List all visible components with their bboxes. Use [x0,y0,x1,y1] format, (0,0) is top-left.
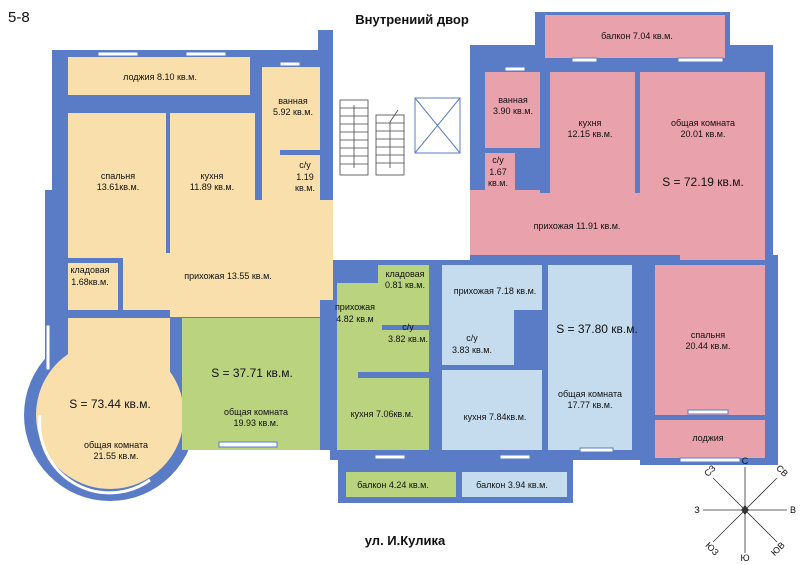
compass-w: З [694,505,699,515]
hall-a3-label: прихожая 7.18 кв.м. [454,286,537,296]
wc-a2-area: 3.82 кв.м. [388,334,428,344]
living-a4-area: 20.01 кв.м. [681,129,726,139]
living-a4-name: общая комната [671,118,735,128]
compass-rose: СЗ С СВ В ЮВ Ю ЮЗ З [694,456,796,563]
wc-a1-area: 1.19 [296,172,314,182]
living-a3-area: 17.77 кв.м. [568,400,613,410]
bedroom-a4-name: спальня [691,330,725,340]
living-a1-area: 21.55 кв.м. [94,451,139,461]
compass-nw: СЗ [702,463,717,478]
apartment-1 [36,57,333,489]
bath-a4-name: ванная [498,95,528,105]
living-a3-name: общая комната [558,389,622,399]
bedroom-a1-area: 13.61кв.м. [97,182,139,192]
hall-a4-label: прихожая 11.91 кв.м. [534,221,621,231]
compass-e: В [790,505,796,515]
wc-a4-unit: кв.м. [488,178,508,188]
kitchen-a2-label: кухня 7.06кв.м. [351,409,414,419]
apartment-3 [442,265,632,497]
compass-sw: ЮЗ [703,540,720,557]
bath-a4-area: 3.90 кв.м. [493,106,533,116]
windows [45,51,741,463]
kitchen-a1-area: 11.89 кв.м. [190,182,234,192]
bedroom-a4-area: 20.44 кв.м. [686,341,731,351]
hall-a2-name: прихожая [335,302,375,312]
wc-a3-area: 3.83 кв.м. [452,345,492,355]
wc-a2-name: с/у [402,322,414,332]
kitchen-a3-label: кухня 7.84кв.м. [464,412,527,422]
bath-a1-name: ванная [278,96,308,106]
street-label: ул. И.Кулика [365,533,446,548]
courtyard-label: Внутрениий двор [355,12,469,27]
apartment-1-total: S = 73.44 кв.м. [69,397,151,411]
kitchen-a4-name: кухня [579,118,602,128]
page-label: 5-8 [8,9,30,26]
hall-a1-label: прихожая 13.55 кв.м. [184,271,272,281]
storage-a1-area: 1.68кв.м. [71,277,108,287]
apartment-4 [470,15,765,458]
wc-a1-unit: кв.м. [295,183,315,193]
storage-a2-area: 0.81 кв.м. [385,280,425,290]
compass-ne: СВ [774,463,790,479]
hall-a2-area: 4.82 кв.м [336,314,373,324]
apartment-2-total: S = 37.71 кв.м. [211,366,293,380]
wc-a1-name: с/у [299,160,311,170]
kitchen-a4-area: 12.15 кв.м. [568,129,613,139]
living-a2-name: общая комната [224,407,288,417]
wc-a3-name: с/у [466,333,478,343]
compass-n: С [742,456,749,466]
balcony-a2-label: балкон 4.24 кв.м. [357,480,429,490]
apartment-3-total: S = 37.80 кв.м. [556,322,638,336]
wc-a4-name: с/у [492,155,504,165]
storage-a1-name: кладовая [70,265,109,275]
apartment-4-total: S = 72.19 кв.м. [662,175,744,189]
balcony-a4-label: балкон 7.04 кв.м. [601,31,673,41]
kitchen-a1-name: кухня [201,171,224,181]
compass-s: Ю [740,553,749,563]
storage-a2-name: кладовая [385,269,424,279]
loggia-a4-label: лоджия [692,433,723,443]
wc-a4-area: 1.67 [489,167,507,177]
apartment-2 [182,265,456,497]
arc-window [38,414,151,495]
balcony-a3-label: балкон 3.94 кв.м. [476,480,548,490]
stairwell [333,30,470,260]
compass-se: ЮВ [769,540,787,558]
bath-a1-area: 5.92 кв.м. [273,107,313,117]
bedroom-a1-name: спальня [101,171,135,181]
living-a1-name: общая комната [84,440,148,450]
loggia-a1-label: лоджия 8.10 кв.м. [123,72,197,82]
partitions [68,58,765,450]
living-a2-area: 19.93 кв.м. [234,418,279,428]
